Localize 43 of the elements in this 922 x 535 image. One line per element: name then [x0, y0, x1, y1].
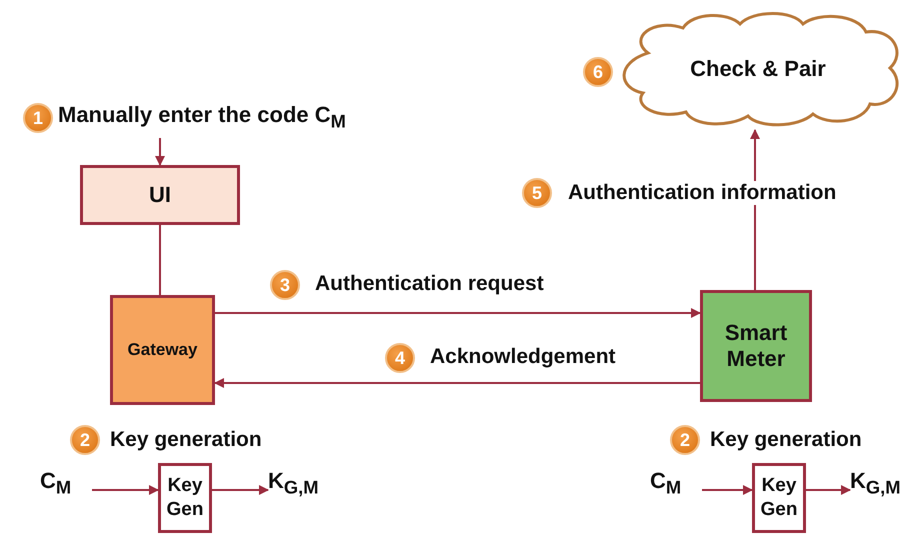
node-label: UI: [149, 182, 171, 208]
step-text: Key generation: [710, 428, 862, 452]
step-number: 1: [32, 108, 43, 128]
smart-meter-box: [700, 290, 812, 402]
key-gen-box: [158, 463, 212, 533]
step-number-badge: [270, 270, 300, 300]
edge-label: Authentication information: [568, 181, 836, 205]
step-number-badge: [70, 425, 100, 455]
step-number-badge: [670, 425, 700, 455]
step-number-badge: [522, 178, 552, 208]
step-text: K$_{G,M}$: [850, 463, 920, 503]
step-text: Manually enter the code C$_{M}$: [58, 100, 378, 134]
arrow: [215, 308, 701, 318]
step-text: Key generation: [110, 428, 262, 452]
step-text: K$_{G,M}$: [268, 463, 338, 503]
step-number-badge: [583, 57, 613, 87]
node-label: Smart Meter: [724, 320, 788, 372]
step-number: 5: [532, 182, 542, 204]
key-gen-box: [752, 463, 806, 533]
node-label: Key Gen: [760, 474, 798, 522]
edge-label: Acknowledgement: [430, 345, 616, 369]
node-label: Gateway: [128, 340, 198, 360]
node-label: Check & Pair: [690, 56, 826, 82]
step-number: 2: [680, 430, 690, 450]
step-text: C$_{M}$: [650, 463, 702, 503]
node-label: Key Gen: [166, 474, 204, 522]
edge-label: Authentication request: [315, 272, 544, 296]
arrow: [702, 485, 753, 495]
ui-box: [80, 165, 240, 225]
step-number: 4: [394, 348, 405, 368]
step-number: 3: [280, 274, 290, 296]
arrow: [214, 378, 700, 388]
connector-line: [159, 225, 161, 295]
arrow: [155, 138, 165, 166]
step-number-badge: [385, 343, 415, 373]
arrow: [212, 485, 269, 495]
step-text: C$_{M}$: [40, 463, 92, 503]
step-number-badge: [23, 103, 53, 133]
gateway-box: [110, 295, 215, 405]
arrow: [806, 485, 851, 495]
step-number: 2: [80, 430, 90, 450]
arrow: [92, 485, 159, 495]
step-number: 6: [592, 62, 603, 82]
